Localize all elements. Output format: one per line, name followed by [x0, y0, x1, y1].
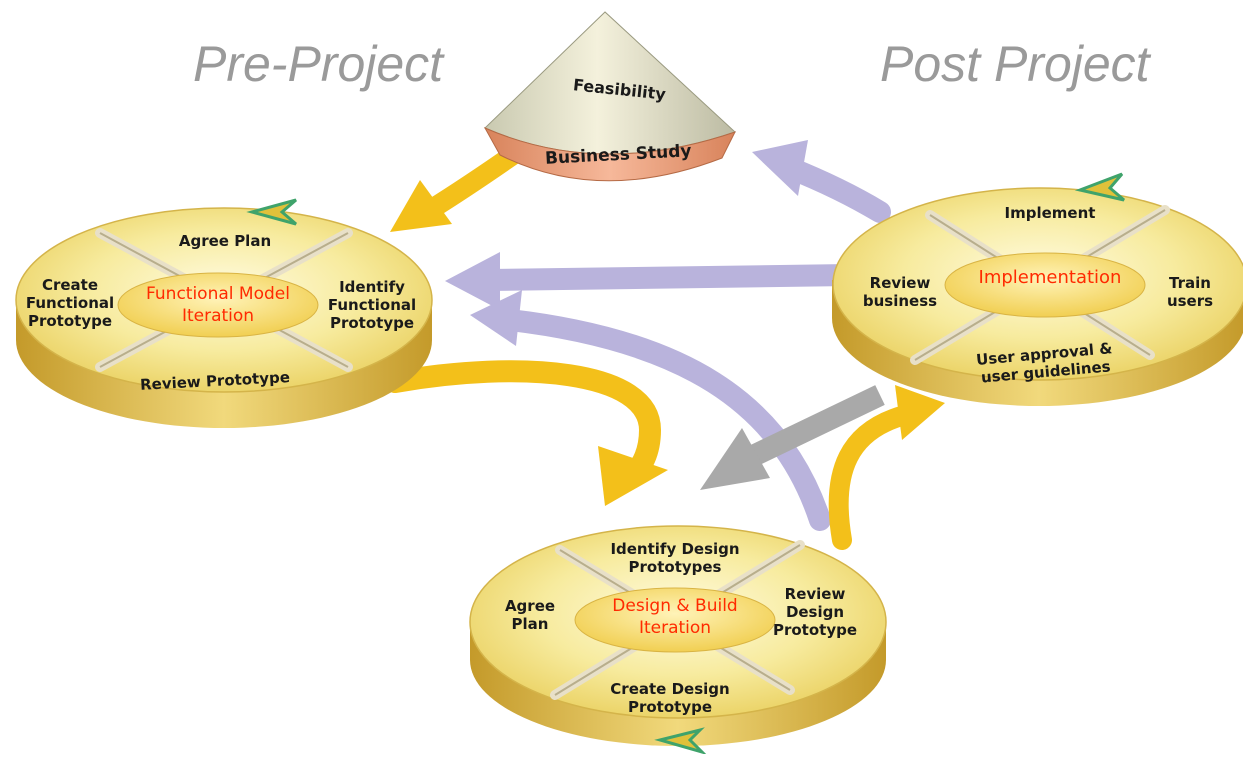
post-project-heading: Post Project	[880, 36, 1150, 92]
implementation-disc	[832, 172, 1243, 406]
design-top-label: Identify Design Prototypes	[610, 540, 740, 576]
arrow-impl-to-design	[750, 385, 885, 465]
arrow-impl-to-business-study-head	[752, 140, 808, 196]
arrow-functional-to-design	[384, 360, 662, 491]
arrow-impl-to-business-study	[779, 157, 891, 223]
pre-project-heading: Pre-Project	[193, 36, 444, 92]
design-bottom-label: Create Design Prototype	[610, 680, 730, 716]
functional-left-label: Create Functional Prototype	[25, 276, 115, 330]
arrow-impl-to-functional	[487, 264, 851, 291]
arrow-business-study-to-functional-head	[390, 180, 452, 232]
implementation-left-label: Review business	[862, 274, 938, 310]
implementation-center-label: Implementation	[978, 267, 1122, 288]
arrow-design-to-functional	[499, 309, 831, 531]
design-chevron-icon	[654, 727, 708, 756]
arrow-impl-to-design-head	[700, 428, 770, 490]
arrow-design-to-impl	[828, 405, 915, 550]
implementation-chevron-icon	[1074, 172, 1125, 202]
arrow-design-to-impl-head	[895, 385, 945, 440]
feasibility-cone	[483, 11, 736, 182]
functional-center-label: Functional Model Iteration	[146, 284, 290, 326]
implementation-top-label: Implement	[1004, 204, 1096, 222]
design-disc	[469, 525, 887, 756]
design-left-label: Agree Plan	[504, 597, 556, 633]
functional-disc	[15, 198, 433, 428]
arrow-impl-to-functional-head	[445, 252, 500, 310]
functional-chevron-icon	[246, 198, 297, 226]
design-right-label: Review Design Prototype	[772, 585, 858, 639]
arrow-functional-to-design-head	[598, 446, 668, 506]
arrow-design-to-functional-head	[470, 290, 522, 346]
design-center-label: Design & Build Iteration	[612, 596, 738, 638]
implementation-right-label: Train users	[1166, 274, 1214, 310]
functional-right-label: Identify Functional Prototype	[327, 278, 417, 332]
functional-top-label: Agree Plan	[178, 232, 272, 250]
arrow-business-study-to-functional	[420, 140, 530, 220]
